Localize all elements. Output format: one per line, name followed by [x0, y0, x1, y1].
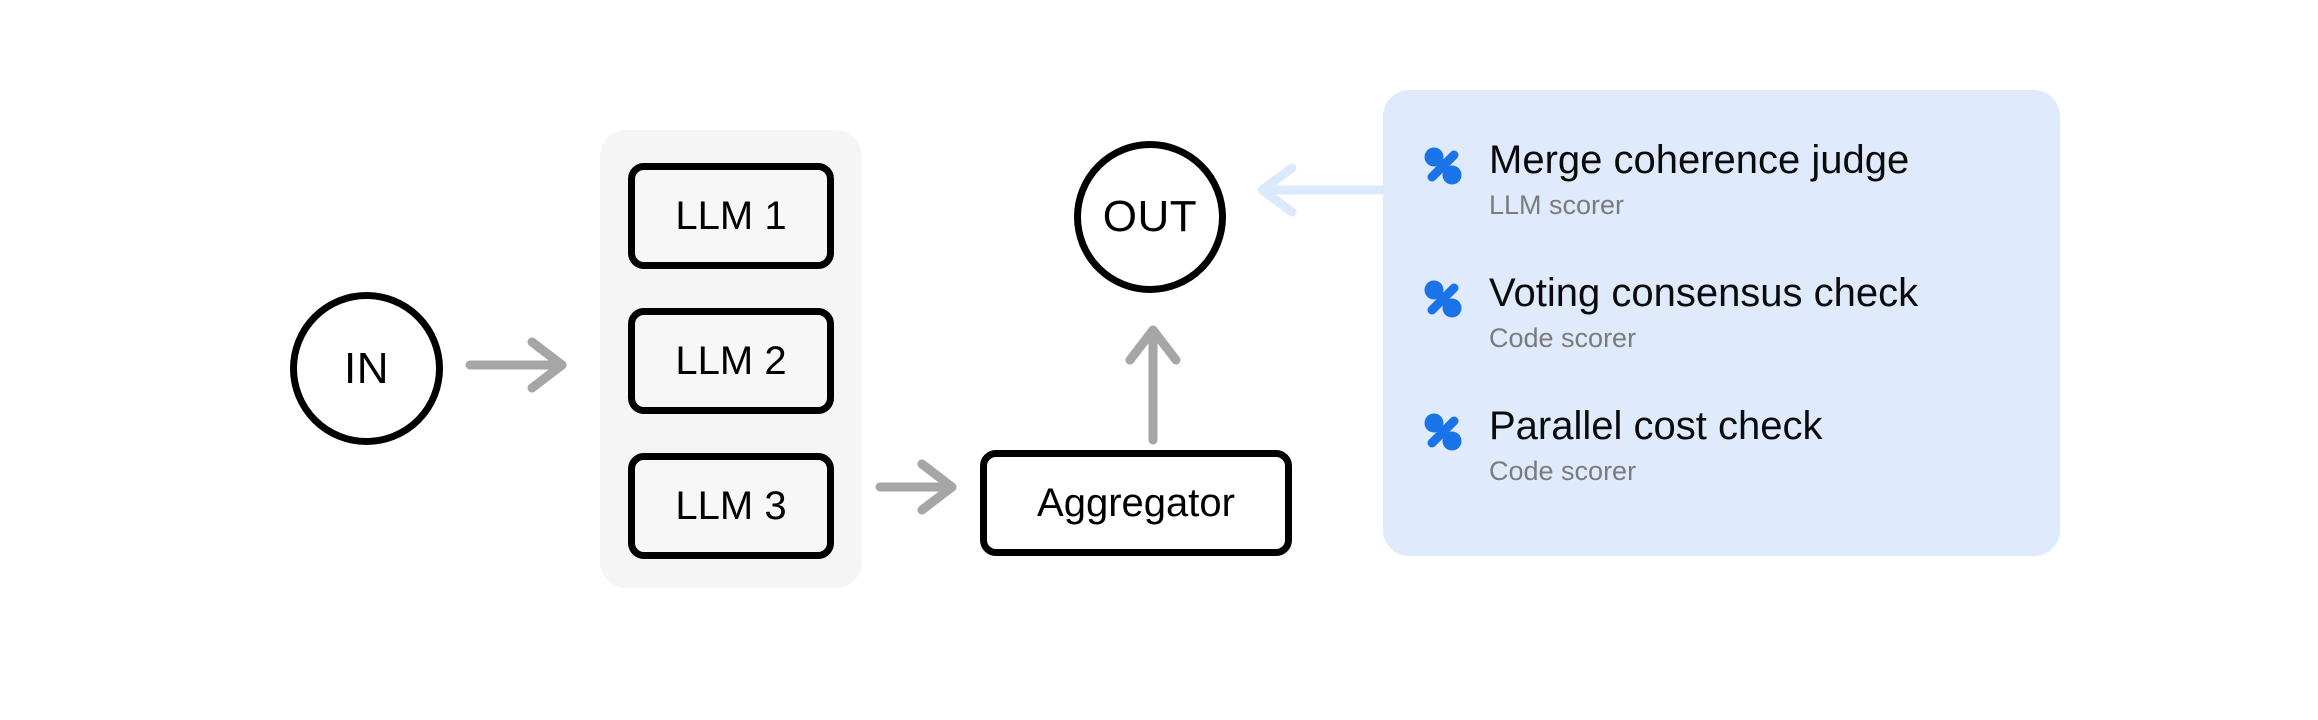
scorer-item-title: Merge coherence judge	[1489, 138, 1910, 182]
node-llm-2-label: LLM 2	[675, 338, 787, 383]
node-llm-3-label: LLM 3	[675, 483, 787, 528]
node-output[interactable]: OUT	[1074, 141, 1226, 293]
scorer-item-text: Parallel cost check Code scorer	[1489, 404, 1822, 487]
percent-scorer-icon	[1424, 147, 1462, 185]
scorer-item-text: Voting consensus check Code scorer	[1489, 271, 1918, 354]
arrow-in-to-llm-group	[465, 337, 567, 393]
scorer-item[interactable]: Voting consensus check Code scorer	[1423, 271, 2020, 354]
percent-scorer-icon	[1424, 413, 1462, 451]
scorer-item[interactable]: Parallel cost check Code scorer	[1423, 404, 2020, 487]
scorer-item-title: Voting consensus check	[1489, 271, 1919, 316]
scorer-item-subtitle: Code scorer	[1489, 322, 1637, 353]
scorer-panel: Merge coherence judge LLM scorer Voting …	[1383, 90, 2060, 556]
node-output-label: OUT	[1102, 192, 1198, 241]
arrow-aggregator-to-output	[1125, 325, 1181, 445]
scorer-item-title: Parallel cost check	[1489, 404, 1823, 449]
scorer-item-subtitle: Code scorer	[1489, 456, 1637, 487]
arrow-scorer-panel-to-output	[1257, 163, 1395, 217]
node-input-label: IN	[344, 343, 389, 393]
node-llm-2[interactable]: LLM 2	[628, 308, 834, 414]
node-llm-1-label: LLM 1	[675, 193, 787, 238]
node-input[interactable]: IN	[290, 292, 443, 445]
node-llm-1[interactable]: LLM 1	[628, 163, 834, 269]
percent-scorer-icon	[1424, 280, 1462, 318]
arrow-llm3-to-aggregator	[875, 459, 957, 515]
parallel-llm-group: LLM 1 LLM 2 LLM 3	[600, 130, 862, 588]
scorer-item[interactable]: Merge coherence judge LLM scorer	[1423, 138, 2020, 221]
scorer-item-subtitle: LLM scorer	[1489, 189, 1625, 220]
node-aggregator[interactable]: Aggregator	[980, 450, 1292, 556]
node-aggregator-label: Aggregator	[1037, 480, 1235, 525]
scorer-item-text: Merge coherence judge LLM scorer	[1489, 138, 1909, 221]
node-llm-3[interactable]: LLM 3	[628, 453, 834, 559]
